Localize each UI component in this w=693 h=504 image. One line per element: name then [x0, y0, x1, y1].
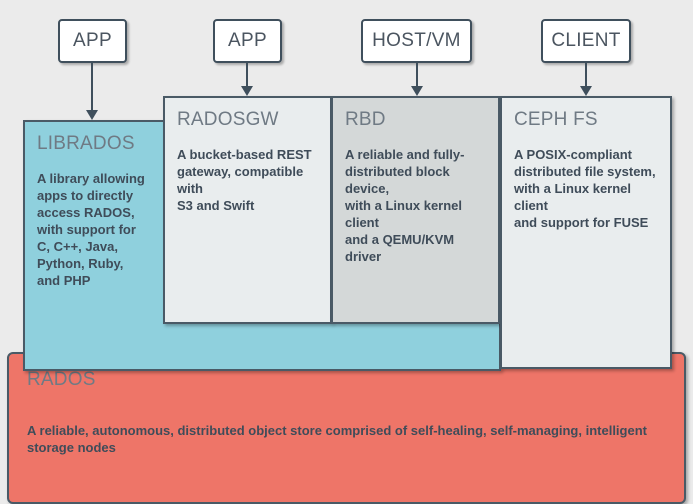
arrow-host-vm-to-rbd: [416, 63, 418, 87]
layer-rbd[interactable]: RBD A reliable and fully- distributed bl…: [331, 96, 500, 324]
client-box-label: HOST/VM: [372, 30, 461, 51]
client-box-app-librados[interactable]: APP: [58, 19, 127, 63]
client-box-label: CLIENT: [551, 30, 621, 51]
client-box-host-vm[interactable]: HOST/VM: [361, 19, 472, 63]
layer-title: RADOSGW: [177, 109, 279, 130]
layer-description: A reliable and fully- distributed block …: [345, 147, 465, 264]
layer-ceph-fs[interactable]: CEPH FS A POSIX-compliant distributed fi…: [500, 96, 672, 369]
arrow-client-to-cephfs: [585, 63, 587, 87]
client-box-label: APP: [228, 30, 267, 51]
layer-description: A POSIX-compliant distributed file syste…: [514, 147, 656, 230]
arrow-app-to-radosgw: [246, 63, 248, 87]
ceph-architecture-diagram: APP APP HOST/VM CLIENT LIBRADOS A librar…: [0, 0, 693, 490]
layer-title: RADOS: [27, 369, 96, 390]
layer-radosgw[interactable]: RADOSGW A bucket-based REST gateway, com…: [163, 96, 332, 324]
layer-description: A library allowing apps to directly acce…: [37, 171, 145, 288]
client-box-client[interactable]: CLIENT: [541, 19, 631, 63]
layer-rados[interactable]: RADOS A reliable, autonomous, distribute…: [7, 352, 686, 504]
arrow-app-to-librados: [91, 63, 93, 111]
client-box-app-radosgw[interactable]: APP: [213, 19, 282, 63]
layer-title: LIBRADOS: [37, 133, 135, 154]
layer-title: CEPH FS: [514, 109, 598, 130]
client-box-label: APP: [73, 30, 112, 51]
layer-description: A bucket-based REST gateway, compatible …: [177, 147, 312, 213]
layer-description: A reliable, autonomous, distributed obje…: [27, 423, 647, 455]
layer-title: RBD: [345, 109, 386, 130]
